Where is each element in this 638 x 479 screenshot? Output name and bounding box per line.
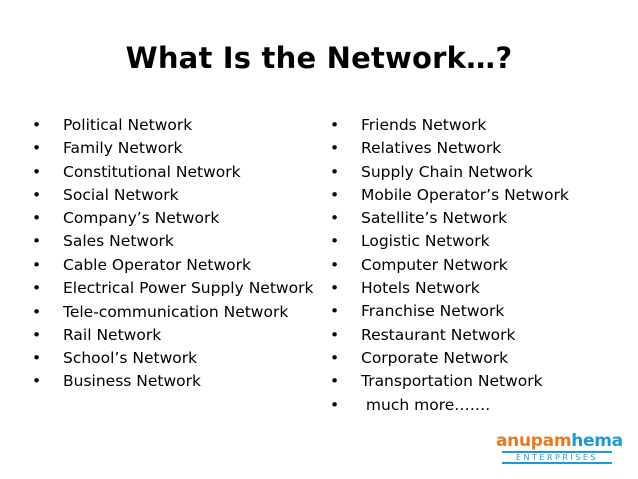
logo-subtitle: ENTERPRISES (502, 451, 612, 464)
bullet-icon: • (330, 116, 340, 134)
list-item: • Political Network (30, 114, 325, 137)
bullet-icon: • (32, 302, 42, 321)
list-item: • Supply Chain Network (328, 161, 618, 184)
bullet-icon: • (330, 302, 340, 321)
bullet-icon: • (330, 232, 340, 251)
bullet-icon: • (32, 255, 42, 274)
bullet-icon: • (330, 209, 340, 228)
list-item: • Electrical Power Supply Network (30, 277, 325, 301)
logo-wordmark: anupamhema (496, 431, 623, 451)
list-item-label: Social Network (63, 185, 179, 204)
list-item-label: School’s Network (63, 349, 198, 368)
list-item-label: Logistic Network (361, 232, 490, 251)
list-item-label: Constitutional Network (63, 162, 241, 181)
bullet-icon: • (32, 139, 42, 158)
list-item-label: Electrical Power Supply Network (63, 279, 314, 298)
logo-part-blue: hema (571, 431, 623, 451)
bullet-icon: • (330, 348, 340, 367)
list-item-label: Hotels Network (361, 279, 480, 298)
list-item: • Transportation Network (328, 370, 618, 393)
bullet-icon: • (330, 372, 340, 391)
bullet-icon: • (32, 349, 42, 368)
list-item: • Mobile Operator’s Network (328, 184, 618, 207)
list-item-label: Satellite’s Network (361, 209, 508, 228)
list-item-label: Cable Operator Network (63, 255, 251, 274)
list-item: • Company’s Network (30, 207, 325, 230)
bullet-icon: • (330, 325, 340, 344)
list-item-label: Company’s Network (63, 209, 220, 228)
bullet-icon: • (330, 185, 340, 204)
list-item: • Restaurant Network (328, 324, 618, 347)
bullet-icon: • (330, 255, 340, 274)
list-item: • Computer Network (328, 254, 618, 277)
list-item-label: Friends Network (361, 116, 487, 134)
list-item-label: Computer Network (361, 255, 508, 274)
list-item: • Sales Network (30, 230, 325, 253)
bullet-icon: • (32, 116, 42, 134)
bullet-icon: • (32, 279, 42, 298)
list-item-label: Relatives Network (361, 139, 502, 158)
list-item: • Social Network (30, 184, 325, 207)
list-item-label: Transportation Network (361, 372, 543, 391)
logo-part-orange: anupam (496, 431, 572, 451)
bullet-icon: • (330, 279, 340, 298)
list-item: • Logistic Network (328, 230, 618, 253)
list-item: • Friends Network (328, 114, 618, 137)
list-item-label: Supply Chain Network (361, 162, 533, 181)
company-logo: anupamhema ENTERPRISES (496, 431, 623, 464)
list-item: • Franchise Network (328, 300, 618, 323)
list-item-label: Family Network (63, 139, 183, 158)
bullet-icon: • (32, 185, 42, 204)
list-item: • Corporate Network (328, 347, 618, 370)
list-item: • Constitutional Network (30, 161, 325, 184)
list-item-label: Sales Network (63, 232, 174, 251)
list-item: • Family Network (30, 137, 325, 160)
slide-title: What Is the Network…? (125, 41, 513, 75)
bullet-icon: • (32, 372, 42, 391)
list-item-label: Political Network (63, 116, 193, 134)
list-item-label: Mobile Operator’s Network (361, 185, 569, 204)
bullet-icon: • (32, 232, 42, 251)
list-item-label: Rail Network (63, 325, 162, 344)
list-item-label: Tele-communication Network (63, 302, 289, 321)
list-item: • Cable Operator Network (30, 254, 325, 277)
bullet-icon: • (330, 395, 340, 414)
list-item-label: Corporate Network (361, 348, 509, 367)
right-bullet-list: • Friends Network • Relatives Network • Sup… (328, 114, 618, 417)
list-item: • Business Network (30, 370, 325, 393)
list-item: • Tele-communication Network (30, 301, 325, 324)
bullet-icon: • (32, 162, 42, 181)
bullet-icon: • (32, 325, 42, 344)
list-item-label: much more……. (361, 395, 491, 414)
list-item: • Relatives Network (328, 137, 618, 160)
list-item-label: Restaurant Network (361, 325, 516, 344)
bullet-icon: • (330, 139, 340, 158)
list-item: • Hotels Network (328, 277, 618, 300)
bullet-icon: • (32, 209, 42, 228)
list-item: • Rail Network (30, 324, 325, 347)
list-item: • School’s Network (30, 347, 325, 370)
list-item-label: Franchise Network (361, 302, 505, 321)
left-bullet-list: • Political Network • Family Network • Cons… (30, 114, 325, 394)
list-item-label: Business Network (63, 372, 201, 391)
list-item: • much more……. (328, 394, 618, 417)
list-item: • Satellite’s Network (328, 207, 618, 230)
bullet-icon: • (330, 162, 340, 181)
